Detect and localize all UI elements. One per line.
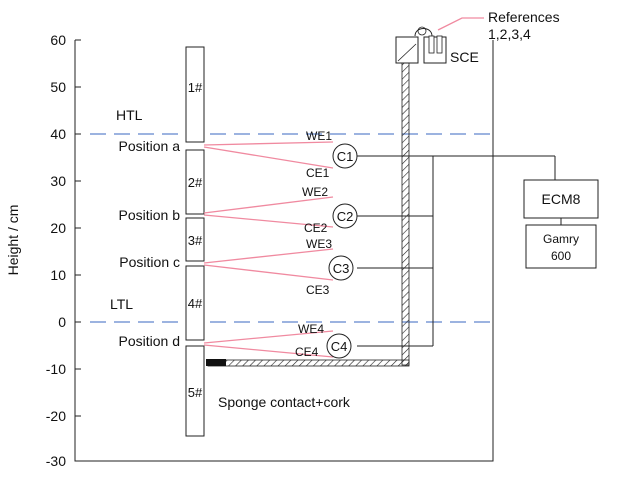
ecm8-box [523,179,599,219]
segment-2-label: 2# [188,175,203,190]
segment-4 [185,265,205,341]
y-tick-label: 50 [50,79,66,95]
plot-frame [74,40,494,462]
cells [326,143,358,359]
segment-3 [185,217,205,262]
y-tick-label: 60 [50,32,66,48]
we3-label: WE3 [306,237,332,251]
ecm8-label: ECM8 [542,191,581,207]
cell-c4-label: C4 [331,339,348,354]
cell-c3 [328,255,354,281]
salt-bridge [206,51,410,367]
position-d-label: Position d [119,333,180,349]
gamry-label-line1: Gamry [543,232,579,246]
cell-c4 [326,333,352,359]
cell-c1-label: C1 [337,149,354,164]
ce1-label: CE1 [306,166,330,180]
column [185,46,205,437]
y-axis-label: Height / cm [5,205,21,276]
ce2-label: CE2 [304,221,328,235]
we1-label: WE1 [306,129,332,143]
cell-c2-label: C2 [337,209,354,224]
y-tick-label: 40 [50,126,66,142]
sponge-contact-label: Sponge contact+cork [218,394,351,410]
position-b-label: Position b [119,207,181,223]
references-label-line2: 1,2,3,4 [488,26,531,42]
segment-1 [185,46,205,143]
segment-4-label: 4# [188,296,203,311]
sce-label: SCE [450,49,479,65]
segment-3-label: 3# [188,233,203,248]
cell-c2 [332,203,358,229]
ce3-label: CE3 [306,283,330,297]
we4-label: WE4 [298,322,324,336]
references-label-line1: References [488,9,560,25]
cell-c3-label: C3 [333,261,350,276]
references-pointer [437,17,484,31]
we2-label: WE2 [302,185,328,199]
y-axis-ticks [75,39,81,462]
y-tick-label: 20 [50,220,66,236]
cell-wires [357,155,556,347]
y-tick-label: 0 [58,314,66,330]
y-tick-label: 30 [50,173,66,189]
segment-5 [185,345,205,437]
ltl-label: LTL [110,296,133,312]
ce4-label: CE4 [295,345,319,359]
gamry-label-line2: 600 [551,249,571,263]
gamry-box [525,224,597,269]
position-a-label: Position a [119,138,181,154]
segment-1-label: 1# [188,80,203,95]
position-c-label: Position c [119,254,180,270]
segment-5-label: 5# [188,385,203,400]
y-tick-label: -30 [46,453,66,469]
sce-assembly [395,26,447,64]
electrode-wires [203,141,334,358]
y-tick-label: -20 [46,408,66,424]
cell-c1 [332,143,358,169]
y-tick-label: 10 [50,267,66,283]
htl-label: HTL [116,107,143,123]
y-tick-labels: 60 50 40 30 20 10 0 -10 -20 -30 [46,32,66,469]
segment-2 [185,149,205,215]
y-tick-label: -10 [46,361,66,377]
